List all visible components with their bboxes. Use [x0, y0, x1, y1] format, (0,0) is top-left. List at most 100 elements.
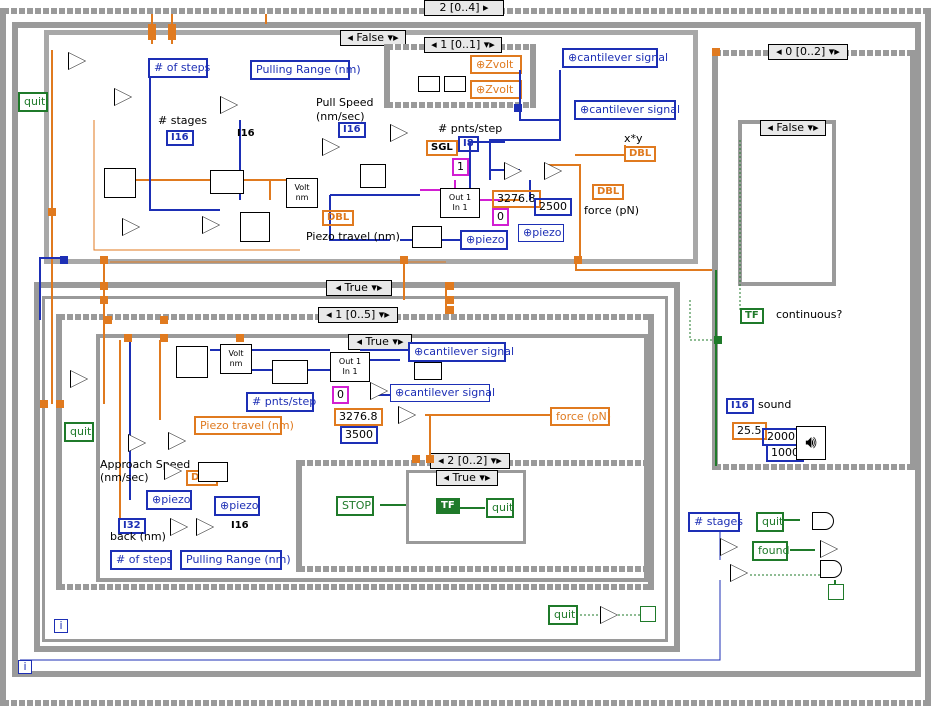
inner-loop-seq-selector[interactable]: ◂ 1 [0..5] ▾▸: [318, 307, 398, 323]
speaker-icon: 🔊︎: [796, 426, 826, 460]
tunnel: [168, 32, 176, 40]
tunnel: [426, 455, 434, 463]
right-seq-selector[interactable]: ◂ 0 [0..2] ▾▸: [768, 44, 848, 60]
stop-terminal: [828, 584, 844, 600]
divide-node: [370, 382, 388, 400]
constant-3276-inner: 3276.8: [334, 408, 383, 426]
tunnel: [446, 306, 454, 314]
subtract-node: [68, 52, 86, 70]
subtract-node: [720, 538, 738, 556]
dbl-type-tag: DBL: [592, 184, 625, 200]
piezo-travel-label: Piezo travel (nm): [306, 230, 400, 243]
num-steps-control-2[interactable]: # of steps: [110, 550, 172, 570]
quit-indicator-upper: quit: [18, 92, 48, 112]
iteration-terminal-inner: i: [54, 619, 68, 633]
tunnel: [56, 400, 64, 408]
divide-node: [390, 124, 408, 142]
tunnel: [100, 256, 108, 264]
tunnel: [60, 256, 68, 264]
cantilever-signal-4[interactable]: ⊕cantilever signal: [390, 384, 495, 402]
tunnel: [168, 24, 176, 32]
and-gate: [820, 560, 842, 578]
right-case-selector[interactable]: ◂ False ▾▸: [760, 120, 826, 136]
innermost-case-selector[interactable]: ◂ True ▾▸: [436, 470, 498, 486]
num-stages-control[interactable]: # stages: [688, 512, 743, 532]
array-function-node: [240, 212, 270, 242]
selector-label: 1 [0..5]: [335, 308, 376, 321]
stop-control[interactable]: STOP: [336, 496, 374, 516]
middle-case-selector[interactable]: ◂ True ▾▸: [326, 280, 392, 296]
top-sequence-selector[interactable]: 2 [0..4] ▸: [424, 0, 504, 16]
out-in-subvi: Out 1 In 1: [440, 188, 480, 218]
continuous-label: continuous?: [776, 308, 843, 321]
tunnel: [412, 455, 420, 463]
cantilever-signal-2[interactable]: ⊕cantilever signal: [574, 100, 680, 120]
constant-1: 1: [452, 158, 469, 176]
tunnel: [148, 32, 156, 40]
tunnel: [712, 48, 720, 56]
selector-label: 2 [0..4]: [439, 1, 480, 14]
inner-seq2-selector[interactable]: ◂ 2 [0..2] ▾▸: [430, 453, 510, 469]
pnts-step-control[interactable]: # pnts/step: [246, 392, 316, 412]
tunnel: [400, 256, 408, 264]
i8-type-tag: I8: [458, 136, 479, 152]
array-function-node: [198, 462, 228, 482]
subtract-node: [600, 606, 618, 624]
multiply-node: [398, 406, 416, 424]
tunnel: [100, 296, 108, 304]
tunnel: [160, 334, 168, 342]
dbl-type-tag: DBL: [322, 210, 355, 226]
selector-label: 1 [0..1]: [440, 38, 481, 51]
selector-label: True: [344, 281, 368, 294]
divide-node: [196, 518, 214, 536]
pulling-range-control[interactable]: Pulling Range (nm): [250, 60, 361, 80]
array-function-node: [360, 164, 386, 188]
selector-label: False: [356, 31, 385, 44]
stop-terminal: [640, 606, 656, 622]
i16-type-tag: I16: [231, 520, 249, 531]
piezo-control-1[interactable]: ⊕piezo: [460, 230, 508, 250]
force-indicator: force (pN): [550, 407, 611, 426]
tunnel: [160, 316, 168, 324]
volt-nm-subvi-2: Volt nm: [220, 344, 252, 374]
tunnel: [100, 282, 108, 290]
volt-nm-subvi: Volt nm: [286, 178, 318, 208]
piezo-control-3[interactable]: ⊕piezo: [146, 490, 192, 510]
selector-label: True: [365, 335, 389, 348]
cantilever-signal-1[interactable]: ⊕cantilever signal: [562, 48, 668, 68]
piezo-control-2[interactable]: ⊕piezo: [518, 224, 564, 242]
quit-control-bottom[interactable]: quit: [548, 605, 578, 625]
cantilever-signal-3[interactable]: ⊕cantilever signal: [408, 342, 514, 362]
add-node: [128, 434, 146, 452]
sgl-type-tag: SGL: [426, 140, 458, 156]
pnts-step-label: # pnts/step: [438, 122, 503, 135]
out-in-subvi-2: Out 1 In 1: [330, 352, 370, 382]
constant-2500: 2500: [534, 198, 572, 216]
piezo-control-4[interactable]: ⊕piezo: [214, 496, 260, 516]
force-label: force (pN): [584, 204, 639, 217]
tunnel: [104, 316, 112, 324]
tunnel: [236, 334, 244, 342]
tunnel: [446, 282, 454, 290]
constant-0: 0: [492, 208, 509, 226]
tf-type-tag: TF: [436, 498, 460, 514]
num-steps-control[interactable]: # of steps: [148, 58, 210, 78]
subtract-node: [164, 462, 182, 480]
inner-seq-selector[interactable]: ◂ 1 [0..1] ▾▸: [424, 37, 502, 53]
quit-indicator-right: quit: [756, 512, 784, 532]
tunnel: [48, 208, 56, 216]
ramp-pattern-vi: [104, 168, 136, 198]
tunnel: [574, 256, 582, 264]
i16-type-tag: I16: [726, 398, 754, 414]
xy-label: x*y: [624, 132, 643, 145]
quit-indicator-innermost: quit: [486, 498, 514, 518]
pull-speed-label: Pull Speed (nm/sec): [316, 96, 374, 123]
pulling-range-control-2[interactable]: Pulling Range (nm): [180, 550, 291, 570]
build-array-node: [418, 76, 440, 92]
divide-node: [70, 370, 88, 388]
i32-type-tag: I32: [118, 518, 146, 534]
tunnel: [514, 104, 522, 112]
quit-control-inner[interactable]: quit: [64, 422, 94, 442]
upper-case-selector[interactable]: ◂ False ▾▸: [340, 30, 406, 46]
tf-type-tag: TF: [740, 308, 764, 324]
